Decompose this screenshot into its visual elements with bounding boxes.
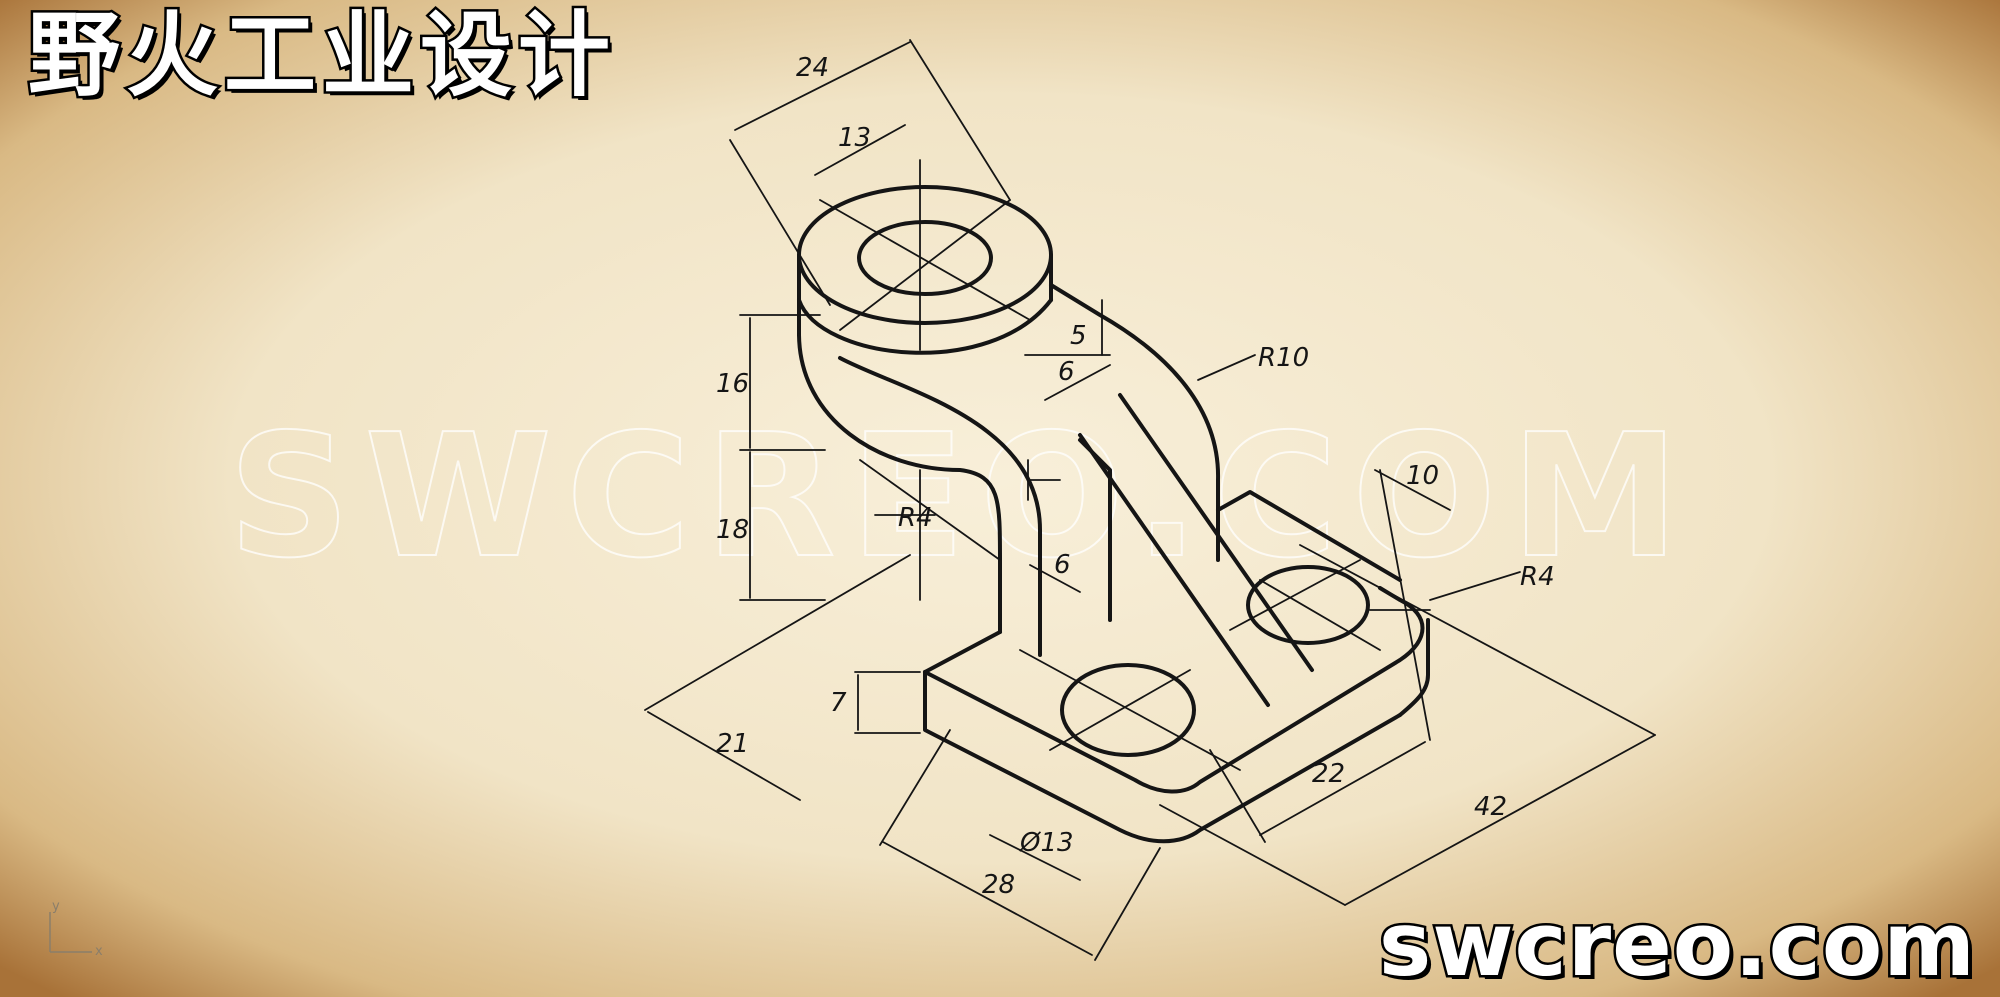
dim-42: 42 xyxy=(1474,792,1507,822)
ucs-axes-icon: y x xyxy=(49,899,103,959)
dim-18: 18 xyxy=(716,515,749,545)
arm-front-curve xyxy=(797,333,1002,634)
rib-lower-line xyxy=(1118,393,1314,672)
watermark-text: SWCREO.COM xyxy=(228,398,1694,596)
construction-lines xyxy=(644,39,1656,961)
arm-inner-curve xyxy=(838,356,1042,657)
base-back-left-top xyxy=(923,630,1002,674)
dimension-labels: 24 13 5 6 R10 16 18 R4 6 10 R4 7 21 22 4… xyxy=(716,53,1555,900)
dim-10: 10 xyxy=(1406,461,1439,491)
dim-13: 13 xyxy=(838,123,871,153)
channel-title: 野火工业设计 xyxy=(25,2,617,109)
base-front-edge xyxy=(923,670,1402,844)
axis-y-label: y xyxy=(52,899,60,914)
dim-21: 21 xyxy=(716,729,749,759)
dim-dia13: Ø13 xyxy=(1019,828,1074,858)
boss-hole-ellipse xyxy=(857,220,993,296)
dim-7: 7 xyxy=(830,688,847,718)
boss-top-ellipse xyxy=(797,185,1053,325)
axis-x-label: x xyxy=(95,944,103,959)
base-top-edge xyxy=(923,586,1425,794)
brand-url: swcreo.com xyxy=(1376,893,1977,996)
base-hole-front xyxy=(1060,663,1196,757)
arm-outer-curve xyxy=(1049,283,1221,562)
dimension-lines xyxy=(647,41,1656,956)
dim-6-lower: 6 xyxy=(1054,550,1071,580)
base-hole-back xyxy=(1246,565,1370,645)
dim-r4-right: R4 xyxy=(1520,562,1555,592)
dim-16: 16 xyxy=(716,369,749,399)
dim-28: 28 xyxy=(982,870,1015,900)
dim-24: 24 xyxy=(796,53,829,83)
part-geometry xyxy=(797,185,1430,844)
base-back-right-top xyxy=(1216,490,1402,582)
base-right-side xyxy=(1398,618,1430,717)
dim-6-upper: 6 xyxy=(1058,357,1075,387)
dim-22: 22 xyxy=(1312,759,1345,789)
dim-r4-left: R4 xyxy=(898,503,933,533)
boss-bottom-arc xyxy=(797,298,1053,355)
dim-5: 5 xyxy=(1070,321,1087,351)
rib-upper-line xyxy=(1078,433,1270,707)
dim-r10: R10 xyxy=(1258,343,1309,373)
